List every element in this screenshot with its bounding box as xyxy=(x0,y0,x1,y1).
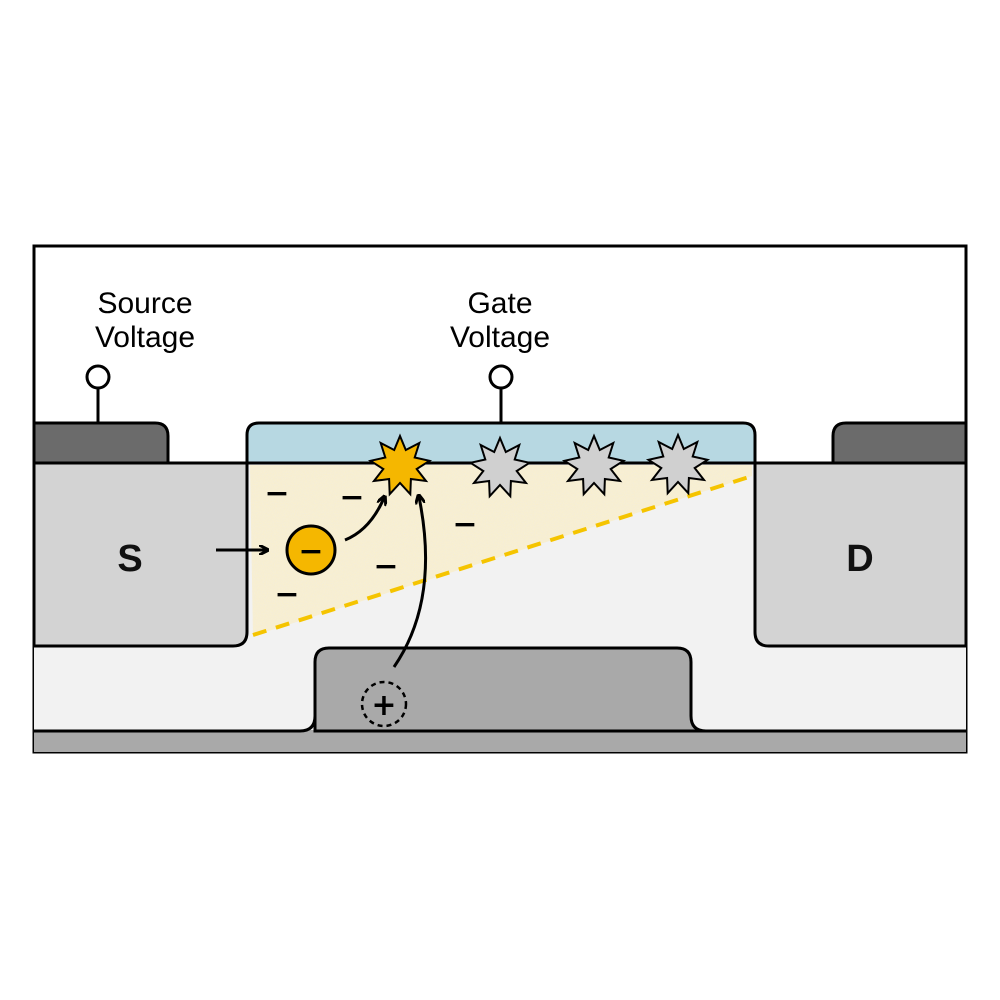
hole-sign: + xyxy=(371,688,396,723)
gate-voltage-label-line1: Gate xyxy=(467,287,532,320)
well-edge-left-curve xyxy=(299,715,317,733)
source-voltage-label-line2: Voltage xyxy=(95,321,195,354)
electron-sign: − xyxy=(298,534,323,569)
gate-voltage-label-line2: Voltage xyxy=(450,321,550,354)
drain-region-label: D xyxy=(846,538,873,580)
pinchoff-line xyxy=(252,474,753,637)
hole-arrow xyxy=(392,497,428,668)
defect-burst-icon xyxy=(467,435,533,499)
drain-contact xyxy=(831,421,968,465)
defect-burst-icon xyxy=(645,432,711,496)
negative-charge: − xyxy=(339,480,364,515)
drain-region xyxy=(753,461,968,648)
body-well xyxy=(313,646,707,733)
source-contact xyxy=(32,421,170,465)
negative-charge: − xyxy=(264,476,289,511)
channel-grain xyxy=(250,465,752,636)
source-voltage-label-line1: Source xyxy=(97,287,192,320)
defect-burst-icon xyxy=(367,433,433,497)
defect-burst-icon xyxy=(561,433,627,497)
negative-charge: − xyxy=(274,577,299,612)
hole-icon xyxy=(360,680,408,728)
source-region xyxy=(32,461,249,648)
gate-terminal xyxy=(488,364,514,390)
negative-charge: − xyxy=(452,507,477,542)
trap-arrow xyxy=(344,498,384,542)
negative-charge: − xyxy=(373,549,398,584)
source-terminal xyxy=(85,364,111,390)
electron-icon xyxy=(285,524,337,576)
source-region-label: S xyxy=(117,538,142,580)
substrate-bottom xyxy=(34,730,966,752)
